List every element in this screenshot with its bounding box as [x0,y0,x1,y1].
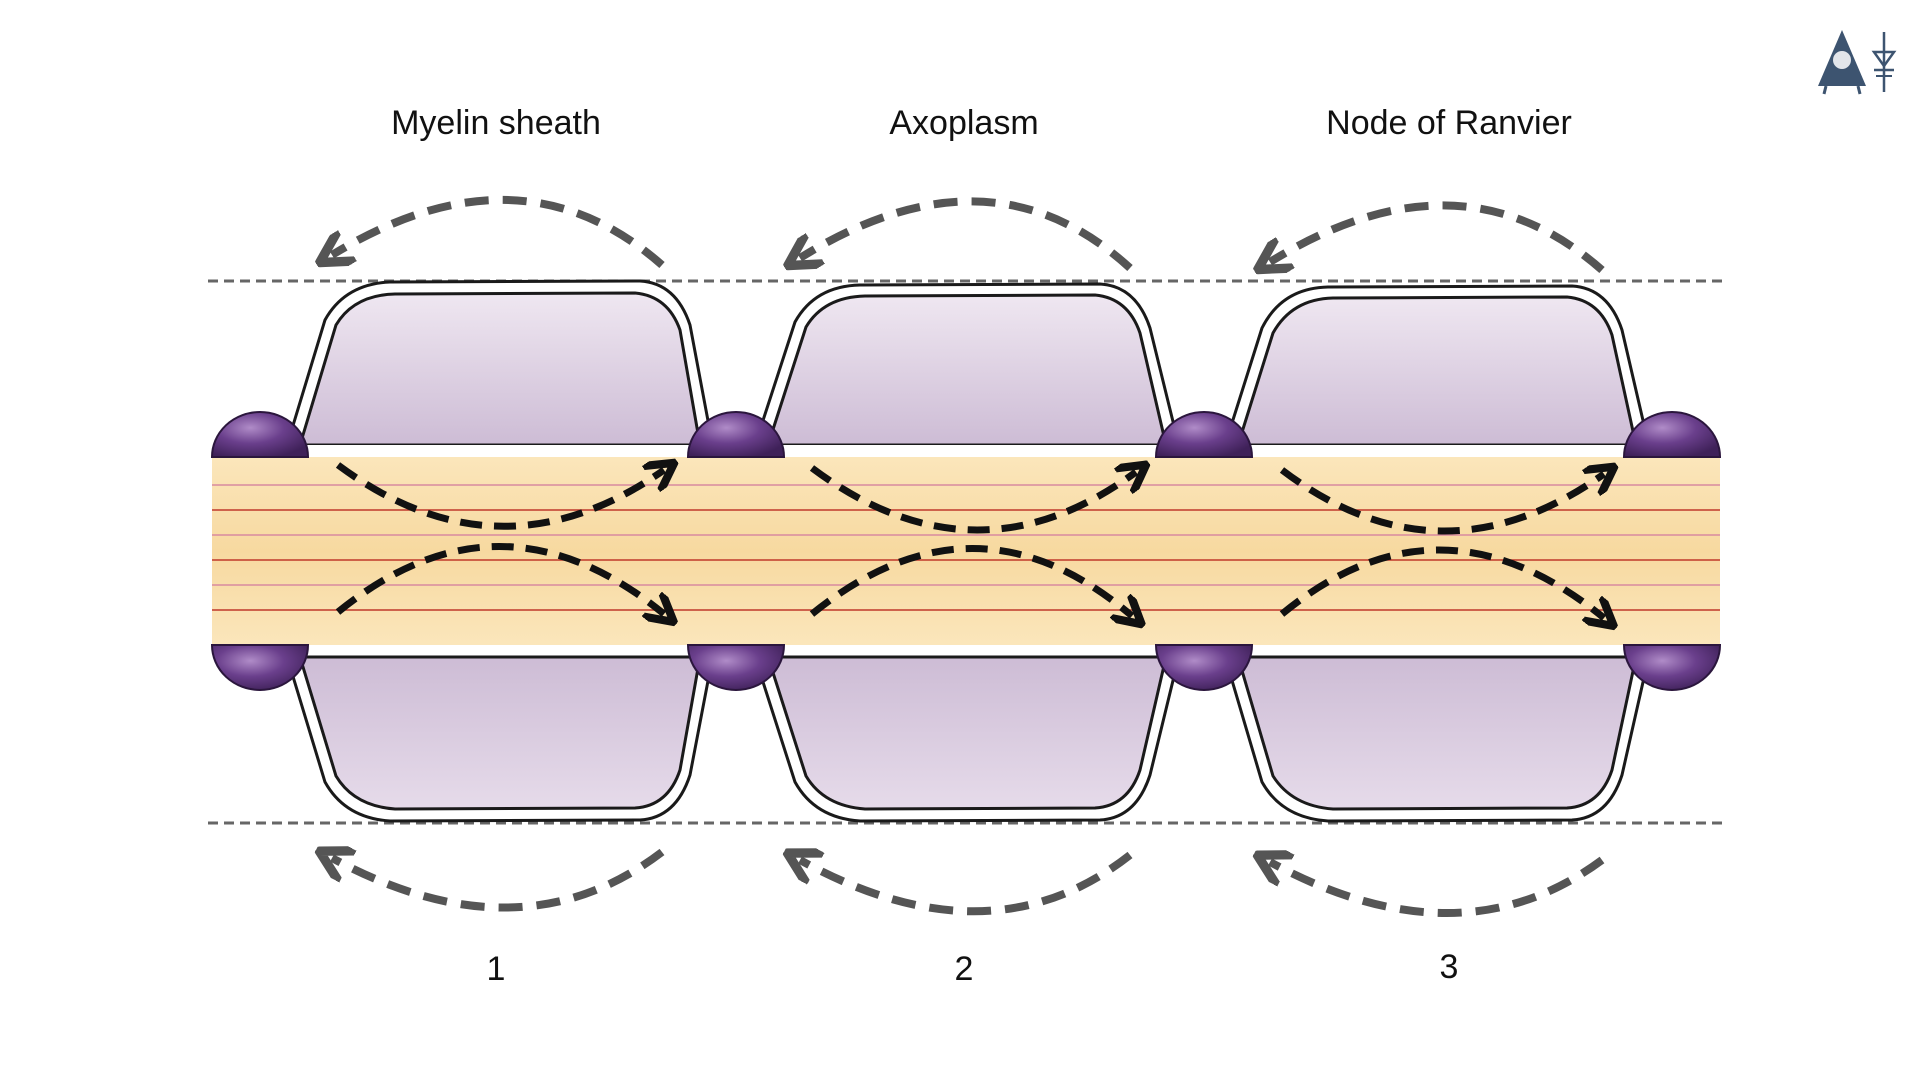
outer-arrow-1-top [332,196,665,269]
label-myelin-sheath: Myelin sheath [391,104,601,142]
node-1-top [210,411,310,458]
inner-arrow-2-lower [809,545,1132,616]
inner-arrow-2-upper [809,468,1136,534]
segment-number-3: 3 [1439,948,1459,986]
label-node-of-ranvier: Node of Ranvier [1326,104,1572,142]
nodes-of-ranvier [210,411,1722,691]
node-1-bottom [210,644,310,691]
outer-arrow-2-bottom [800,855,1133,916]
node-3-top [1154,411,1254,458]
node-2-bottom [686,644,786,691]
node-3-bottom [1154,644,1254,691]
outer-arrow-1-bottom [332,852,665,912]
outer-arrows-top [332,196,1605,271]
node-4-top [1622,411,1722,458]
outer-arrow-2-top [800,197,1133,271]
microscope-logo-icon [1818,30,1897,95]
segment-number-1: 1 [486,950,506,988]
inner-arrow-3-upper [1279,470,1604,535]
outer-arrow-3-bottom [1270,860,1605,917]
outer-arrows-bottom [332,852,1605,917]
myelin-segment-2-top [753,282,1180,447]
myelin-segment-3-bottom [1223,655,1650,823]
inner-arrow-1-lower [335,543,664,614]
axoplasm-fibers [212,484,1720,611]
outer-arrow-3-top [1270,201,1605,270]
inner-arrow-3-lower [1279,546,1604,618]
myelin-segment-1-bottom [285,655,714,823]
myelin-segment-2-bottom [753,655,1180,823]
inner-arrow-1-upper [335,465,664,530]
node-2-top [686,411,786,458]
myelin-segment-3-top [1223,284,1650,447]
inner-arrows [335,465,1604,618]
label-axoplasm: Axoplasm [889,104,1039,142]
segment-number-2: 2 [954,950,974,988]
myelin-segment-1-top [285,279,714,447]
node-4-bottom [1622,644,1722,691]
